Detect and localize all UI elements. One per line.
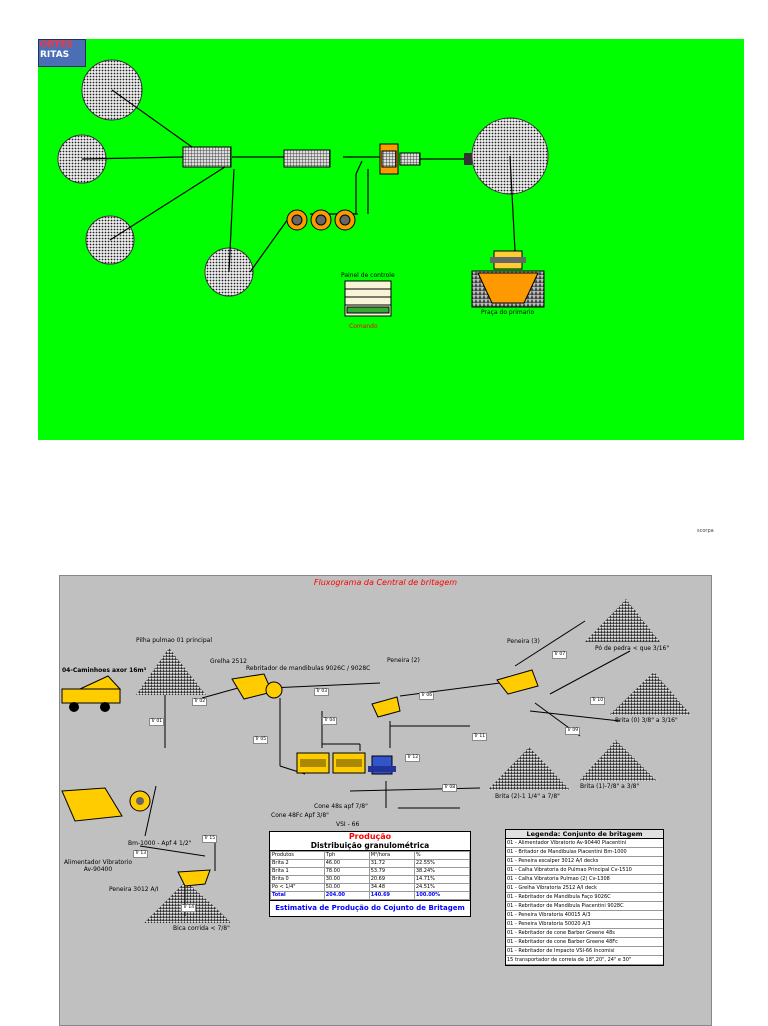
po-pedra-label: Pó de pedra < que 3/16" [595,645,670,652]
feeder [61,787,123,822]
primary-station-label: Praça do primario [481,309,535,316]
legend-item: 01 - Peneira Vibratoria 50020 A/3 [506,920,663,929]
brita2-pile [488,747,570,790]
flowsheet-drawing [61,599,691,923]
legend-item: 01 - Rebritador de cone Barber Greene 48… [506,929,663,938]
legend-item: 01 - Rebritador de Mandibula Faço 9026C [506,893,663,902]
tr-11: Tr 11 [472,733,488,741]
legend-item: 01 - Rebritador de Impacto VSI-66 Incomi… [506,947,663,956]
tr-15: Tr 15 [202,835,218,843]
cone48s-label: Cone 48s apf 7/8" [314,803,368,810]
tr-08: Tr 08 [442,784,458,792]
legend-title: Legenda: Conjunto de britagem [506,830,663,839]
production-table: Produção Distribuição granulométrica Pro… [269,831,471,917]
command-label: Comando [349,323,378,330]
plant-overview-panel: ORTES RITAS Painel de controle Comando P… [38,39,744,440]
legend-item: 01 - Peneira escalper 3012 A/I decks [506,857,663,866]
cone-crusher-48fc [296,752,330,774]
legend-item: 01 - Britador de Mandibulas Piacentini B… [506,848,663,857]
plant-overview-drawing [57,59,549,317]
main-pile [136,648,206,695]
company-logo: ORTES RITAS [38,39,86,67]
primary-station [471,250,545,308]
control-panel-label: Painel de controle [341,272,395,279]
screen3012-label: Peneira 3012 A/I [109,886,159,893]
dump-truck [61,675,122,712]
control-panel [344,280,392,317]
trucks-label: 04-Caminhoes axor 16m³ [62,667,147,674]
jaw-label: Rebritador de mandibulas 9026C / 9028C [246,665,371,672]
legend-item: 01 - Alimentador Vibratorio Av-90440 Pia… [506,839,663,848]
tr-13: Tr 13 [133,850,149,858]
grizzly-2512 [231,673,273,700]
tr-06: Tr 06 [419,692,435,700]
tr-02: Tr 02 [192,698,208,706]
feeder-label: Alimentador Vibratorio Av-90400 [63,859,133,873]
brita0-pile [609,672,691,715]
screen-3012 [177,869,211,887]
legend-item: 01 - Calha Vibratoria do Pulmao Principa… [506,866,663,875]
tr-14: Tr 14 [181,904,197,912]
flowsheet-panel: Fluxograma da Central de britagem [59,575,712,1026]
screen-3 [496,669,539,695]
brita2-label: Brita (2)-1 1/4" a 7/8" [495,793,560,800]
legend-item: 01 - Grelha Vibratoria 2512 A/I deck [506,884,663,893]
legend-item: 01 - Rebritador de cone Barber Greene 48… [506,938,663,947]
watermark: scorpa [697,528,714,534]
tr-07: Tr 07 [552,651,568,659]
feeder-unit [379,143,399,175]
cone48fc-label: Cone 48Fc Apf 3/8" [271,812,329,819]
legend-item: 01 - Rebritador de Mandibula Piacentini … [506,902,663,911]
legend-item: 01 - Calha Vibratoria Pulmao (2) Cv-1308 [506,875,663,884]
brita0-label: Brita (0) 3/8" a 3/16" [615,717,678,724]
screen3-label: Peneira (3) [507,638,540,645]
bm-label: Bm-1000 - Apf 4 1/2" [128,840,192,847]
tr-03: Tr 03 [314,688,330,696]
legend-item: 01 - Peneira Vibratoria 40015 A/3 [506,911,663,920]
brita1-pile [579,740,657,781]
cone-crushers [286,209,356,231]
tr-01: Tr 01 [149,718,165,726]
legend-item: 15 transportador de correia de 18",20", … [506,956,663,965]
bica-label: Bica corrida < 7/8" [173,925,230,932]
screen2-label: Peneira (2) [387,657,420,664]
po-pedra-pile [585,599,660,642]
screen-block-2 [283,149,331,168]
screen-block-1 [182,146,232,168]
tr-05: Tr 05 [253,736,269,744]
pile-label: Pilha pulmao 01 principal [136,637,212,644]
equipment-legend: Legenda: Conjunto de britagem 01 - Alime… [505,829,664,966]
production-heading: Produção [348,832,392,841]
tr-09: Tr 09 [565,727,581,735]
tr-12: Tr 12 [405,754,421,762]
grid-label: Grelha 2512 [210,658,247,665]
vsi-66 [368,755,396,775]
tr-10: Tr 10 [590,697,606,705]
tr-04: Tr 04 [322,717,338,725]
vsi-label: VSI - 66 [336,821,360,828]
screen-block-3 [399,152,421,166]
production-subheading: Distribuição granulométrica [270,841,470,851]
flowsheet-title: Fluxograma da Central de britagem [313,578,458,587]
screen-2 [371,696,401,718]
bica-pile [144,881,232,923]
brita1-label: Brita (1)-7/8" a 3/8" [580,783,640,790]
cone-crusher-48s [332,752,366,774]
rebritador-jaw [265,681,283,699]
production-footer: Estimativa de Produção do Cojunto de Bri… [270,900,470,916]
